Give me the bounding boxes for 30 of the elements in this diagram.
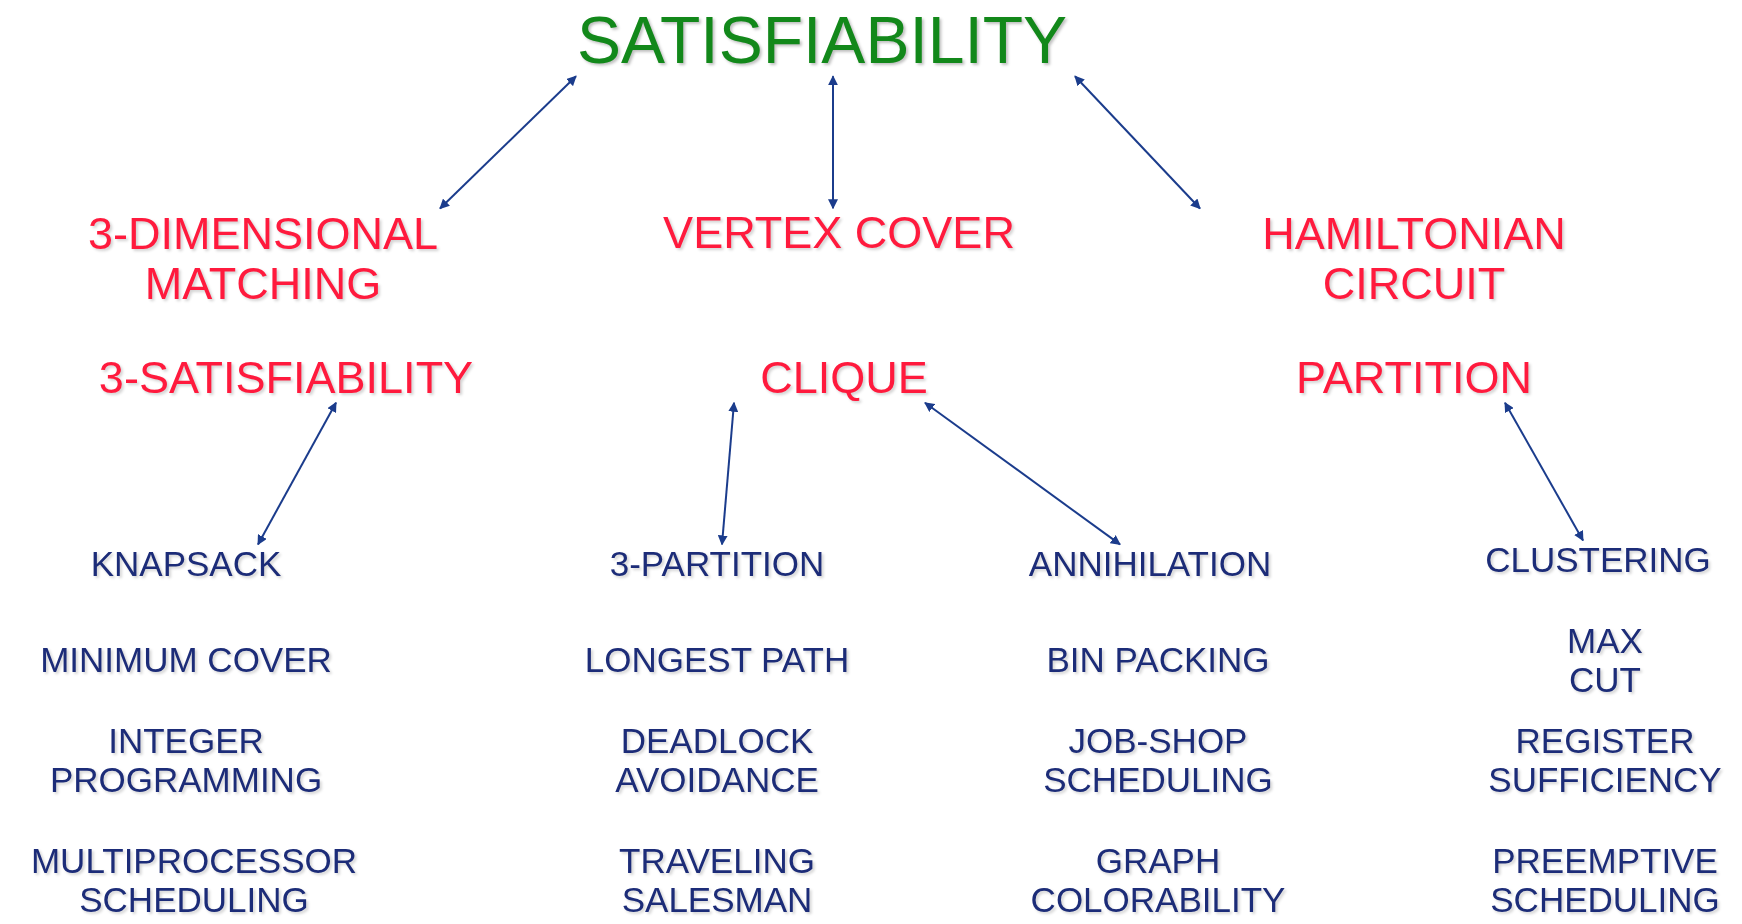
derived-problem-label: MULTIPROCESSOR SCHEDULING bbox=[30, 840, 358, 920]
double-arrow bbox=[439, 75, 577, 210]
core-problem-label: 3-DIMENSIONAL MATCHING bbox=[63, 208, 463, 308]
double-arrow bbox=[717, 401, 739, 546]
root-problem-label: SATISFIABILITY bbox=[576, 3, 1068, 77]
derived-problem-label: INTEGER PROGRAMMING bbox=[49, 720, 323, 800]
core-problem-label: 3-SATISFIABILITY bbox=[98, 353, 474, 403]
derived-problem-label: CLUSTERING bbox=[1485, 540, 1711, 580]
derived-problem-label: TRAVELING SALESMAN bbox=[619, 840, 815, 920]
core-problem-label: CLIQUE bbox=[760, 353, 928, 403]
double-arrow bbox=[924, 401, 1121, 546]
core-problem-label: PARTITION bbox=[1296, 353, 1532, 403]
derived-problem-label: BIN PACKING bbox=[1046, 640, 1270, 680]
core-problem-label: VERTEX COVER bbox=[663, 208, 1015, 258]
derived-problem-label: KNAPSACK bbox=[90, 544, 282, 584]
derived-problem-label: ANNIHILATION bbox=[1028, 544, 1272, 584]
derived-problem-label: PREEMPTIVE SCHEDULING bbox=[1490, 840, 1720, 920]
double-arrow bbox=[1074, 75, 1201, 210]
derived-problem-label: 3-PARTITION bbox=[609, 544, 825, 584]
derived-problem-label: JOB-SHOP SCHEDULING bbox=[1008, 720, 1308, 800]
double-arrow bbox=[828, 75, 838, 210]
derived-problem-label: MAX CUT bbox=[1536, 620, 1674, 700]
derived-problem-label: DEADLOCK AVOIDANCE bbox=[615, 720, 819, 800]
derived-problem-label: REGISTER SUFFICIENCY bbox=[1488, 720, 1722, 800]
core-problem-label: HAMILTONIAN CIRCUIT bbox=[1234, 208, 1594, 308]
derived-problem-label: LONGEST PATH bbox=[584, 640, 850, 680]
double-arrow bbox=[257, 401, 337, 546]
double-arrow bbox=[1504, 401, 1584, 542]
derived-problem-label: MINIMUM COVER bbox=[40, 640, 332, 680]
derived-problem-label: GRAPH COLORABILITY bbox=[1030, 840, 1286, 920]
